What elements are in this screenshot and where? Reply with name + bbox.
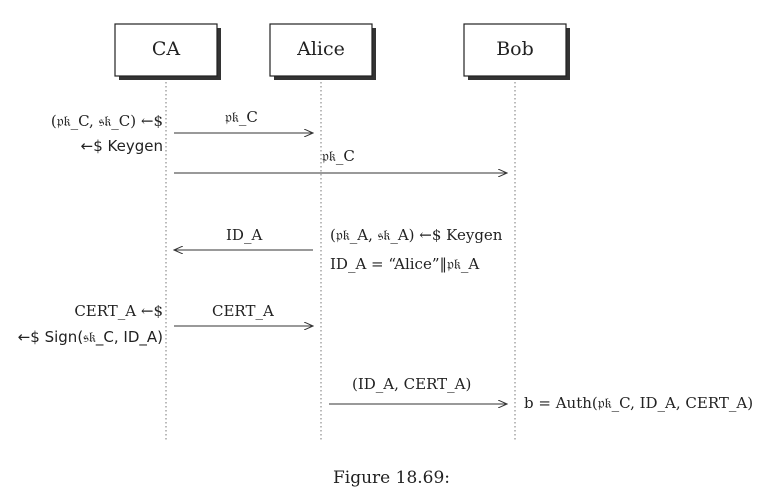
bob-label: Bob xyxy=(496,38,534,60)
bob-auth: b = Auth(𝔭𝔨_C, ID_A, CERT_A) xyxy=(524,394,754,412)
alice-box xyxy=(269,23,373,77)
msg-id-to-ca: ID_A xyxy=(226,226,263,244)
bob-box xyxy=(463,23,567,77)
alice-label: Alice xyxy=(297,38,345,60)
alice-id-definition: ID_A = “Alice”‖𝔭𝔨_A xyxy=(330,255,480,273)
msg-id-cert-to-bob: (ID_A, CERT_A) xyxy=(352,375,472,393)
alice-keygen: (𝔭𝔨_A, 𝔰𝔨_A) ←$ Keygen xyxy=(330,226,503,244)
ca-box xyxy=(114,23,218,77)
msg-cert-to-alice: CERT_A xyxy=(212,302,274,320)
msg-pk-to-alice: 𝔭𝔨_C xyxy=(225,108,258,126)
ca-label: CA xyxy=(151,38,181,60)
ca-keygen-line2: ←$ Keygen xyxy=(80,137,163,155)
msg-pk-to-bob: 𝔭𝔨_C xyxy=(322,147,355,165)
figure-caption: Figure 18.69: xyxy=(332,468,451,488)
ca-cert-line1: CERT_A ←$ xyxy=(74,302,163,320)
ca-cert-line2: ←$ Sign(𝔰𝔨_C, ID_A) xyxy=(17,328,163,346)
ca-keygen-line1: (𝔭𝔨_C, 𝔰𝔨_C) ←$ xyxy=(50,112,163,130)
